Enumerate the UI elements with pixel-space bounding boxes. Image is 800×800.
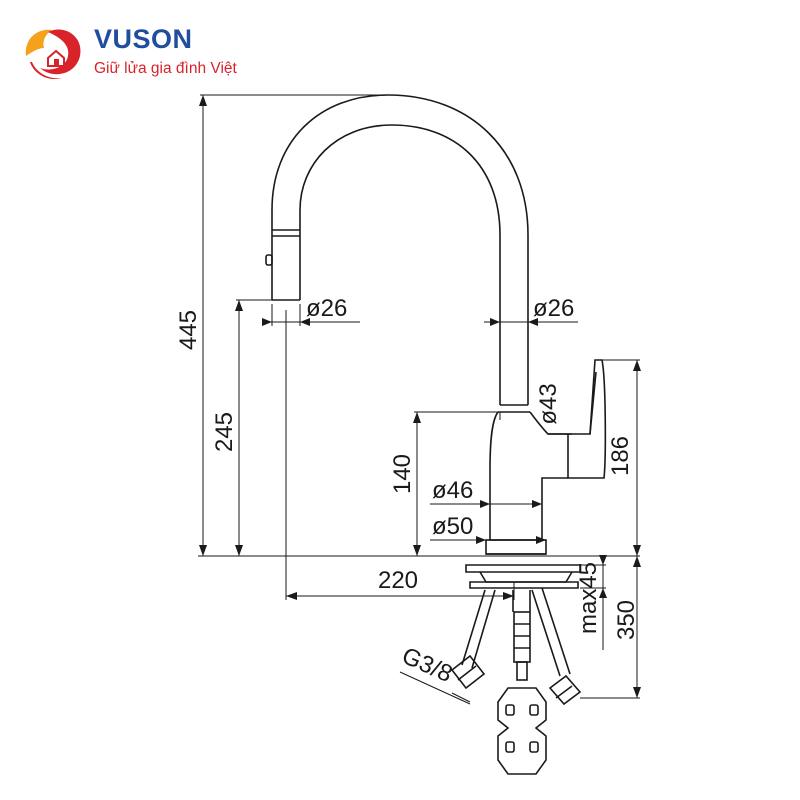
dim-spout-dia: ø26: [533, 295, 574, 322]
dim-thread: G3/8: [398, 642, 457, 688]
dim-reach: 220: [378, 567, 418, 594]
dim-base-dia: ø50: [432, 513, 473, 540]
dim-body-dia: ø46: [432, 477, 473, 504]
dim-hose-length: 350: [613, 600, 640, 640]
dim-spray-dia: ø26: [306, 295, 347, 322]
dim-total-height: 445: [175, 310, 202, 350]
dim-neck-dia: ø43: [535, 383, 562, 424]
brand-logo: VUSON Giữ lửa gia đình Việt: [18, 18, 278, 88]
dim-max-deck: max45: [575, 562, 602, 634]
brand-tagline: Giữ lửa gia đình Việt: [94, 60, 237, 77]
brand-name: VUSON: [94, 24, 193, 54]
dim-spout-height: 245: [211, 412, 238, 452]
dimension-arrows: [199, 95, 641, 698]
faucet-outline: [265, 94, 607, 775]
dim-lever-height: 186: [607, 436, 634, 476]
dim-body-height: 140: [389, 454, 416, 494]
dimension-lines: [198, 94, 640, 705]
flame-logo-icon: [25, 29, 81, 80]
